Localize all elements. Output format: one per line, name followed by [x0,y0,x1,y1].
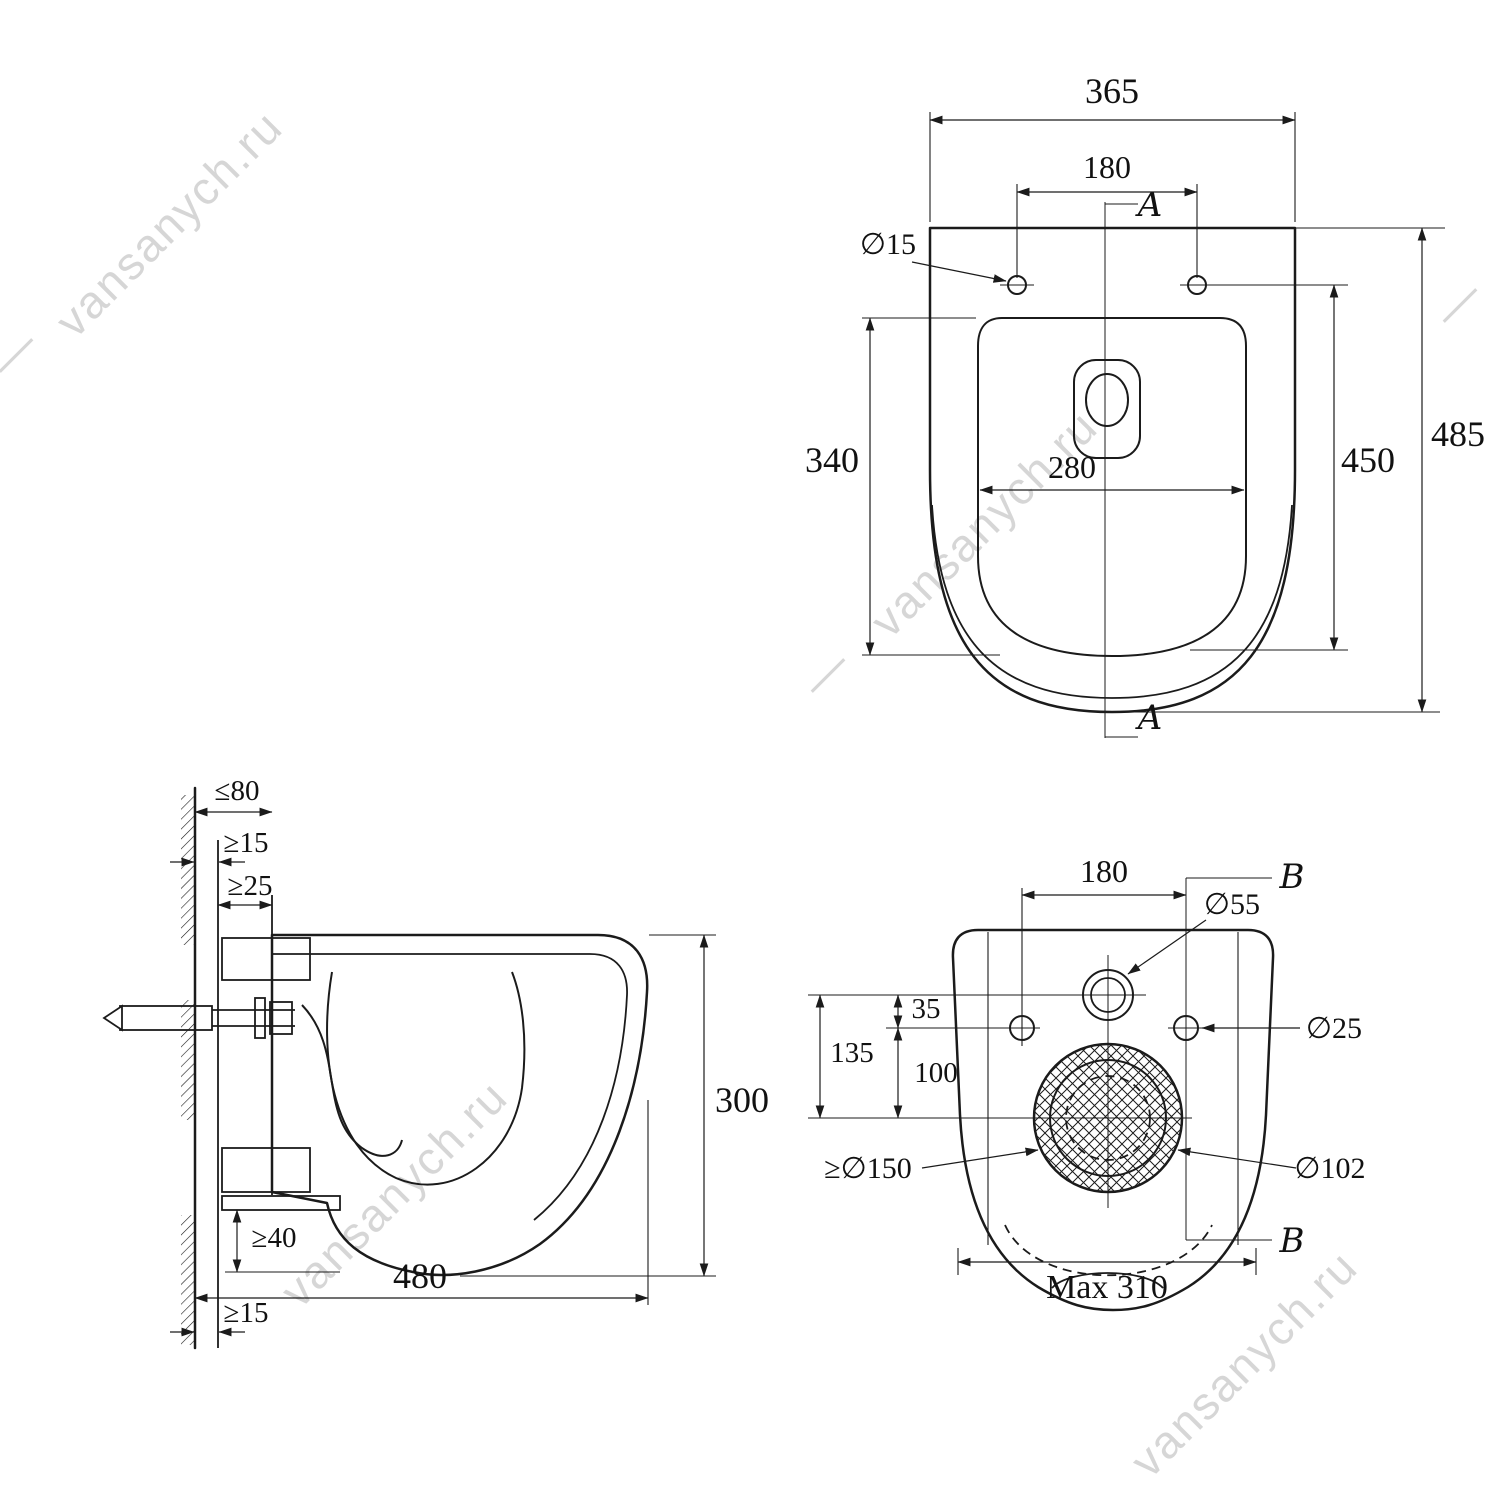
dim-rear-hole-spacing: 180 [1021,853,1187,900]
section-label-b-top: B [1279,857,1305,897]
dim-label-ge15-bottom: ≥15 [224,1297,269,1329]
dim-height: 300 [460,934,769,1277]
mounting-section-blocks [221,937,341,1211]
plan-outline [928,226,1297,714]
dim-min-bottom: ≥40 [225,1209,340,1273]
bowl-back-dashed [1004,1224,1213,1277]
section-line-b: B B [1185,857,1305,1261]
dim-label-ge40: ≥40 [252,1222,297,1254]
dim-label-ge-d150: ≥∅150 [824,1152,912,1185]
dim-left-offsets: 35 100 135 [808,993,1070,1119]
flush-oval [1085,373,1129,427]
dim-label-ge15-top: ≥15 [224,827,269,859]
dim-max-panel: ≤80 [194,775,273,817]
callout-hole-diameter: ∅15 [860,228,1007,283]
water-inlet [1070,969,1146,1021]
watermark-text: vansanych.ru [860,400,1107,647]
dim-overall-width: 365 [929,71,1296,222]
dim-depth: 480 [194,1100,649,1305]
flush-cutout [1073,359,1141,459]
fixing-holes [1000,275,1214,295]
plan-lid-edge [931,504,1293,699]
dim-min-gap-bottom: ≥15 [170,1297,269,1337]
toilet-rim-inner [272,953,628,1221]
screw-tip [102,1004,123,1032]
dim-label-100: 100 [914,1057,958,1089]
top-view: A A 365 180 ∅15 340 [805,71,1485,738]
dim-label-d15: ∅15 [860,228,916,261]
dim-min-gap-top: ≥15 [170,827,269,867]
dim-bowl-length: 450 [1190,284,1395,651]
dim-label-365: 365 [1085,71,1139,111]
dim-min-frame: ≥25 [217,870,273,910]
rear-view: B B 180 ∅55 35 100 135 ∅25 [808,853,1366,1312]
section-label-b-bottom: B [1279,1221,1305,1261]
dim-label-d25: ∅25 [1306,1012,1362,1045]
rear-fixing-holes [1004,888,1204,1046]
dim-label-ge25: ≥25 [228,870,273,902]
waste-outlet [1025,1042,1192,1194]
section-label-a-top: A [1135,185,1163,225]
dim-label-d102: ∅102 [1294,1152,1365,1185]
dim-label-340: 340 [805,440,859,480]
plan-seat-opening [977,317,1247,657]
dim-label-le80: ≤80 [215,775,260,807]
dim-label-35: 35 [912,993,941,1025]
watermark-dash: — [0,316,49,387]
watermark-dash: — [1422,266,1493,337]
dim-label-450: 450 [1341,440,1395,480]
dim-label-rear-180: 180 [1080,853,1128,889]
dim-label-d55: ∅55 [1204,888,1260,921]
watermark-text: vansanych.ru [45,100,292,347]
dim-label-480: 480 [393,1256,447,1296]
dim-label-485: 485 [1431,414,1485,454]
dim-hole-spacing: 180 [1016,149,1198,278]
section-label-a-bottom: A [1135,698,1163,738]
dim-label-180: 180 [1083,149,1131,185]
side-view: ≤80 ≥15 ≥25 300 480 [102,775,769,1350]
watermark-dash: — [790,636,861,707]
section-line-a: A A [1104,185,1163,738]
trap-curve [301,1004,403,1157]
callout-outlet-diameter: ∅102 [1177,1147,1366,1185]
toilet-side-profile [270,933,649,1277]
dim-max-width: Max 310 [957,1248,1257,1306]
rear-outline [951,928,1275,1312]
bowl-bottom-curve [1051,1272,1164,1289]
callout-inlet-diameter: ∅55 [1127,888,1260,975]
callout-rear-hole-diameter: ∅25 [1201,1012,1362,1045]
callout-wall-opening: ≥∅150 [824,1147,1039,1185]
fixing-screw [102,997,295,1039]
dim-seat-cutout-width: 280 [979,449,1245,495]
dim-label-280: 280 [1048,449,1096,485]
dim-overall-depth: 485 [1120,227,1485,713]
dim-label-135: 135 [830,1037,874,1069]
dim-seat-cutout-length: 340 [805,317,1000,656]
dim-label-300: 300 [715,1080,769,1120]
dim-label-max-310: Max 310 [1046,1269,1168,1306]
